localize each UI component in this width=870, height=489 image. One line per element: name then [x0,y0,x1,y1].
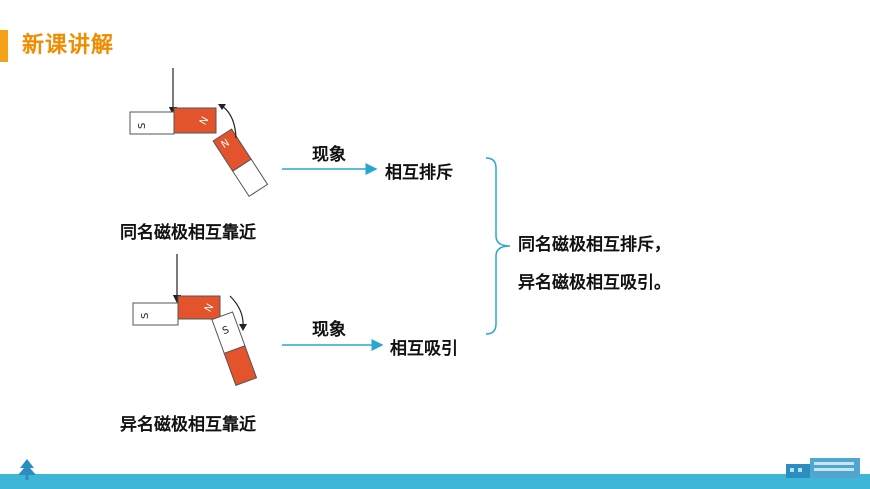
top-caption: 同名磁极相互靠近 [120,223,256,243]
conclusion-bracket [485,157,511,335]
bottom-fixed-magnet-north [177,295,221,320]
bottom-right-pole-label: N [203,302,216,314]
tree-icon [18,459,36,480]
bottom-rotation-arrowhead [239,324,247,331]
top-result: 相互排斥 [385,163,453,183]
footer-band [0,474,870,489]
bottom-hanging-pole-label: S [221,325,231,338]
conclusion-line-1: 同名磁极相互排斥， [518,235,671,255]
school-building-icon [786,458,860,478]
conclusion-line-2: 异名磁极相互吸引。 [518,273,671,293]
bottom-result: 相互吸引 [390,339,458,359]
top-fixed-magnet-north [173,107,217,134]
bottom-hanging-magnet-north [223,345,258,386]
title-accent-bar [0,30,8,62]
bottom-rotation-arrow [229,295,244,327]
bottom-phenomenon-label: 现象 [312,320,346,340]
bottom-left-pole-label: S [140,313,151,319]
top-left-pole-label: S [137,123,148,129]
top-magnet-group: S N N [129,68,269,198]
top-rotation-arrowhead [218,104,226,110]
page-title: 新课讲解 [22,33,115,58]
top-phenomenon-label: 现象 [312,145,346,165]
top-hanging-magnet-south [232,158,269,198]
bottom-magnet-group: S N S [132,254,258,386]
top-right-pole-label: N [198,115,211,127]
bottom-caption: 异名磁极相互靠近 [120,415,256,435]
top-rotation-arrow [221,105,237,139]
